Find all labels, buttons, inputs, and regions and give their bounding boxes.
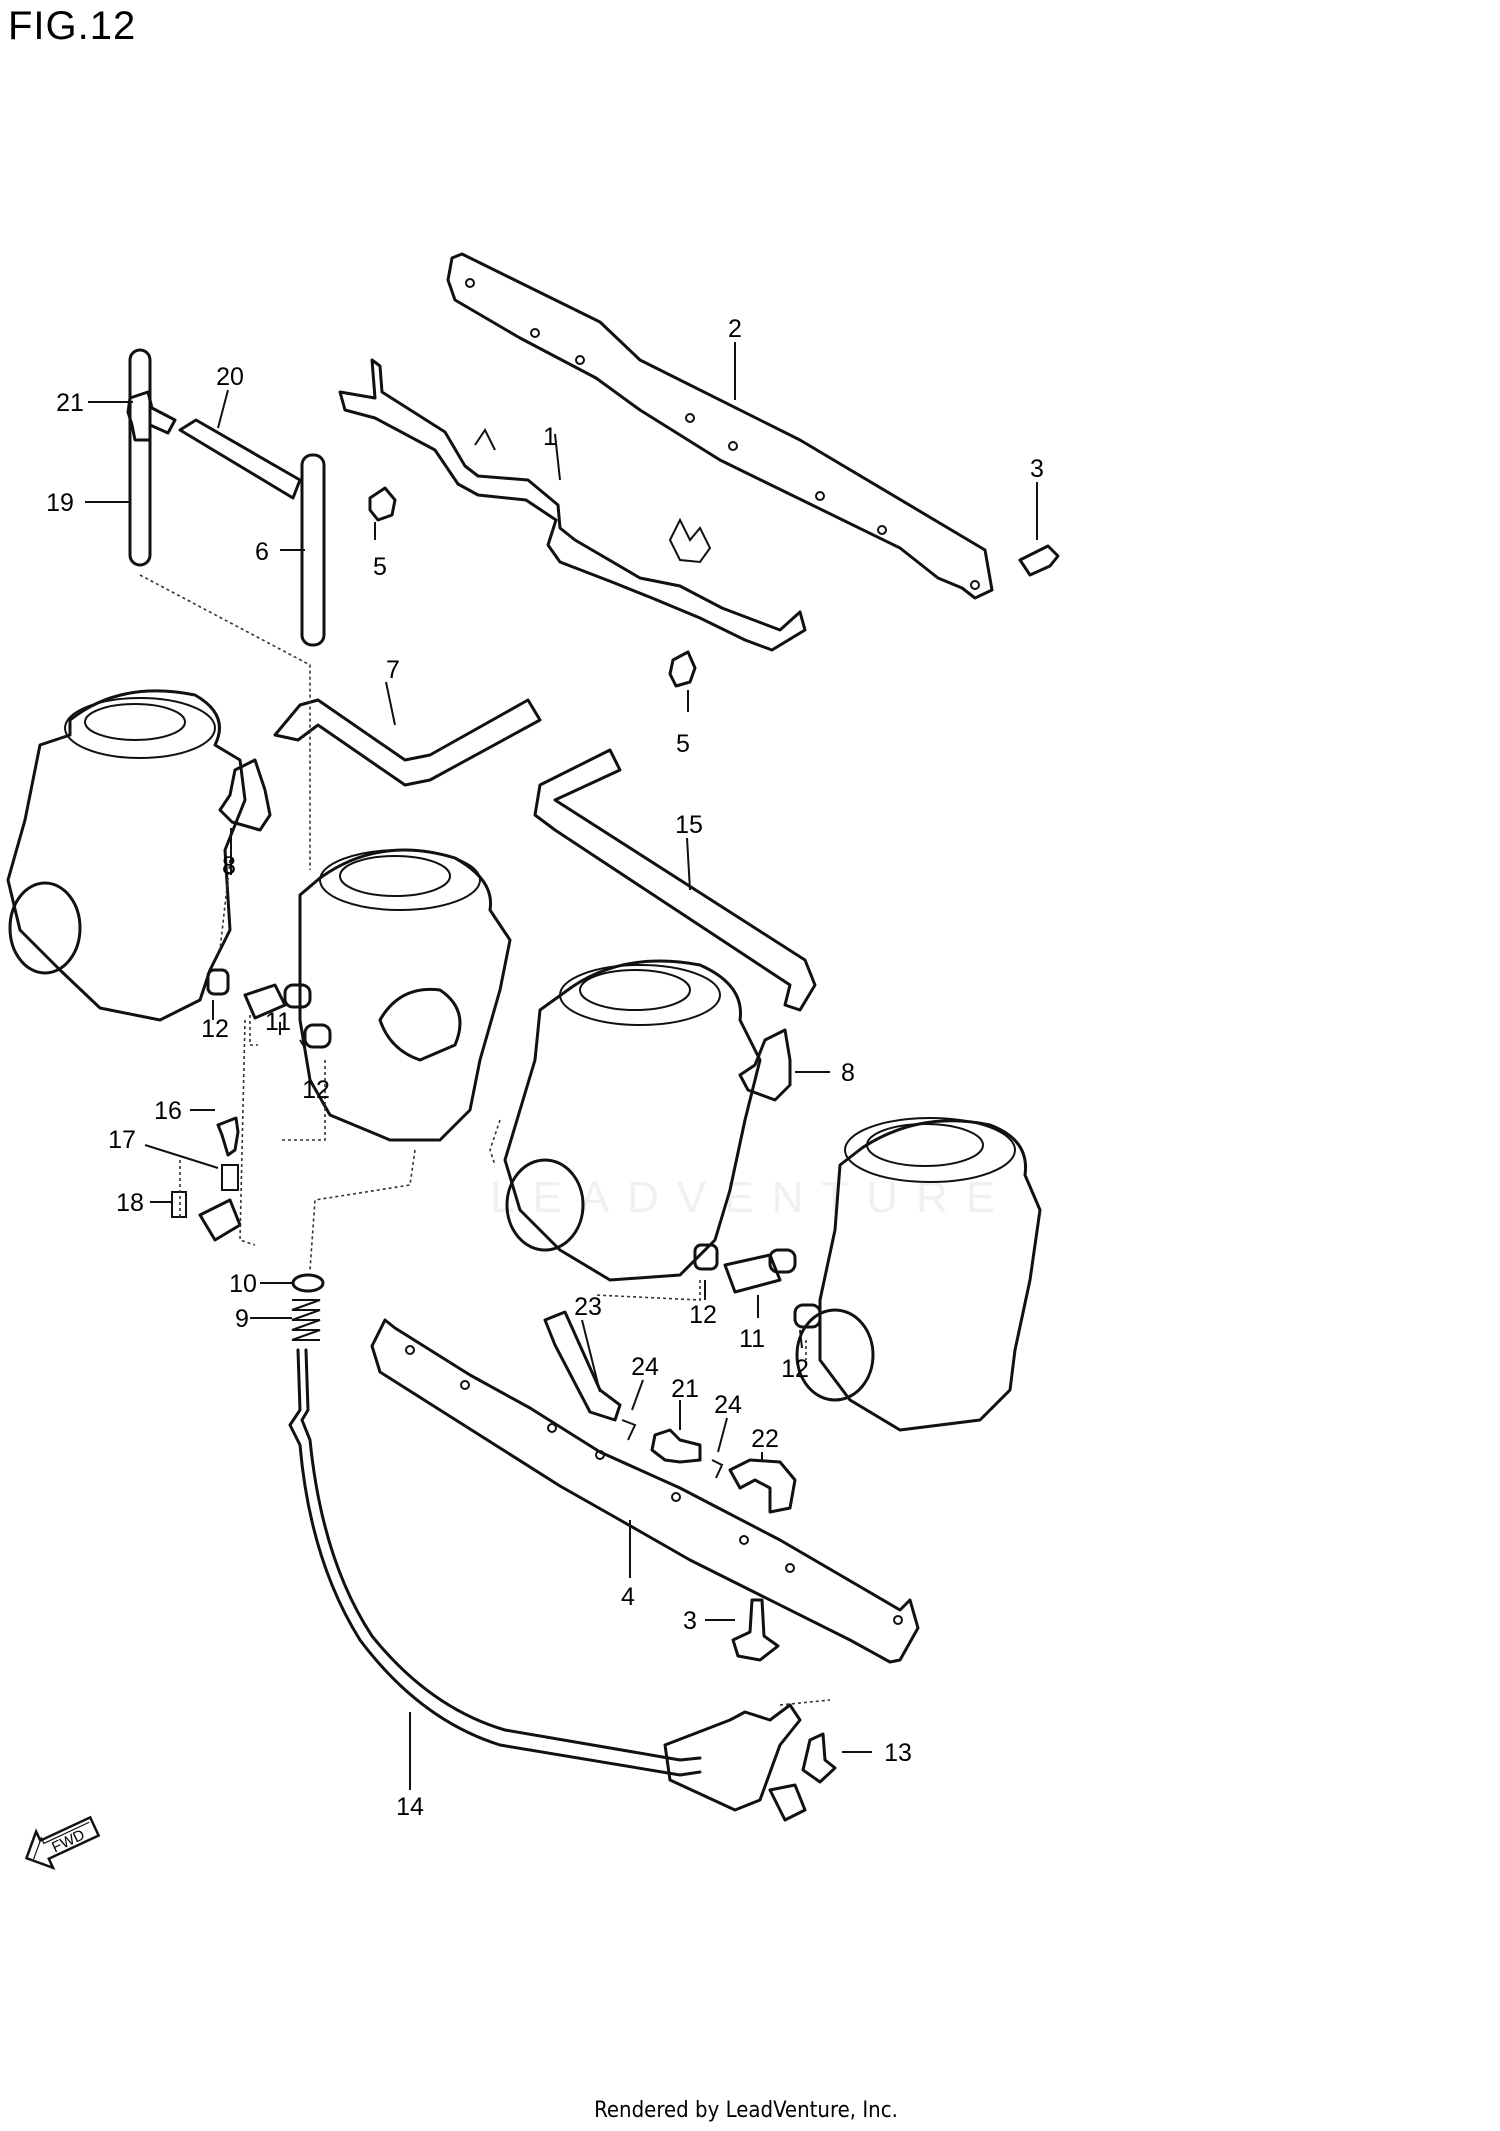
carburetor-3	[503, 959, 762, 1282]
part-1-wire-bracket	[338, 358, 807, 652]
callout-5-lower: 5	[676, 730, 690, 758]
callout-1: 1	[543, 423, 557, 451]
callout-11-right: 11	[739, 1325, 765, 1353]
part-6-hose	[300, 453, 326, 647]
leader-lines	[85, 342, 1038, 1790]
part-22-hose	[728, 1458, 797, 1514]
part-23-hose	[543, 1310, 622, 1422]
fwd-arrow-icon: FWD	[24, 1815, 101, 1871]
part-7-hose	[273, 698, 542, 787]
callout-21-upper: 21	[56, 389, 84, 417]
callout-5-upper: 5	[373, 553, 387, 581]
carburetor-4	[795, 1117, 1042, 1432]
callout-24-b: 24	[714, 1391, 742, 1419]
cable-holder	[663, 1703, 802, 1812]
callout-7: 7	[386, 656, 400, 684]
part-3-screw-lower	[731, 1598, 780, 1662]
callout-12-d: 12	[781, 1355, 809, 1383]
callout-labels: 1 2 3 3 4 5 5 6 7 8 8 9 10 11 11 12 12 1…	[46, 315, 1044, 1821]
part-24-clip-b	[711, 1459, 724, 1479]
watermark: LEADVENTURE	[490, 1173, 1013, 1222]
callout-22: 22	[751, 1425, 779, 1453]
part-2-rail-bracket	[446, 252, 994, 600]
carburetor-1	[6, 689, 247, 1022]
part-19-hose	[128, 348, 152, 567]
callout-12-a: 12	[201, 1015, 229, 1043]
joint-group-right	[693, 1243, 822, 1329]
callout-10: 10	[229, 1270, 257, 1298]
footer-credit: Rendered by LeadVenture, Inc.	[0, 2098, 1500, 2123]
part-5-clip-lower	[668, 650, 697, 688]
callout-13: 13	[884, 1739, 912, 1767]
callout-11-left: 11	[265, 1008, 291, 1036]
part-9-spring	[291, 1299, 321, 1341]
part-3-screw-upper	[1018, 544, 1060, 577]
callout-20: 20	[216, 363, 244, 391]
part-15-hose	[533, 748, 817, 1012]
part-8-elbow-right	[738, 1028, 792, 1102]
part-24-clip-a	[621, 1419, 637, 1441]
carburetor-2	[298, 848, 512, 1142]
figure-title: FIG.12	[8, 4, 137, 48]
callout-8-right: 8	[841, 1059, 855, 1087]
part-21-tjoint-upper	[126, 390, 177, 442]
callout-4: 4	[621, 1583, 635, 1611]
callout-2: 2	[728, 315, 742, 343]
part-4-rail-bracket	[370, 1318, 920, 1664]
footer-text: Rendered by LeadVenture, Inc.	[594, 2098, 898, 2123]
joint-group-left	[206, 968, 332, 1049]
callout-3-lower: 3	[683, 1607, 697, 1635]
part-20-hose	[178, 418, 302, 500]
callout-24-a: 24	[631, 1353, 659, 1381]
callout-17: 17	[108, 1126, 136, 1154]
callout-15: 15	[675, 811, 703, 839]
callout-19: 19	[46, 489, 74, 517]
callout-21-lower: 21	[671, 1375, 699, 1403]
part-8-elbow-left	[218, 758, 272, 832]
part-21-tjoint-lower	[650, 1428, 702, 1464]
callout-9: 9	[235, 1305, 249, 1333]
bracket-small	[198, 1198, 242, 1242]
callout-23: 23	[574, 1293, 602, 1321]
callout-14: 14	[396, 1793, 424, 1821]
callout-6: 6	[255, 538, 269, 566]
callout-12-b: 12	[302, 1076, 330, 1104]
callout-12-c: 12	[689, 1301, 717, 1329]
callout-16: 16	[154, 1097, 182, 1125]
part-18-spring	[171, 1191, 187, 1218]
callout-18: 18	[116, 1189, 144, 1217]
part-16-screw	[216, 1116, 240, 1157]
part-13-screw	[801, 1732, 837, 1784]
assembly-guide-line	[139, 574, 311, 870]
part-14-cable	[288, 1348, 702, 1777]
part-5-clip-upper	[368, 486, 397, 522]
callout-3-upper: 3	[1030, 455, 1044, 483]
part-10-washer	[291, 1273, 325, 1293]
part-17-spring	[221, 1164, 239, 1191]
callout-8-left: 8	[222, 852, 236, 880]
